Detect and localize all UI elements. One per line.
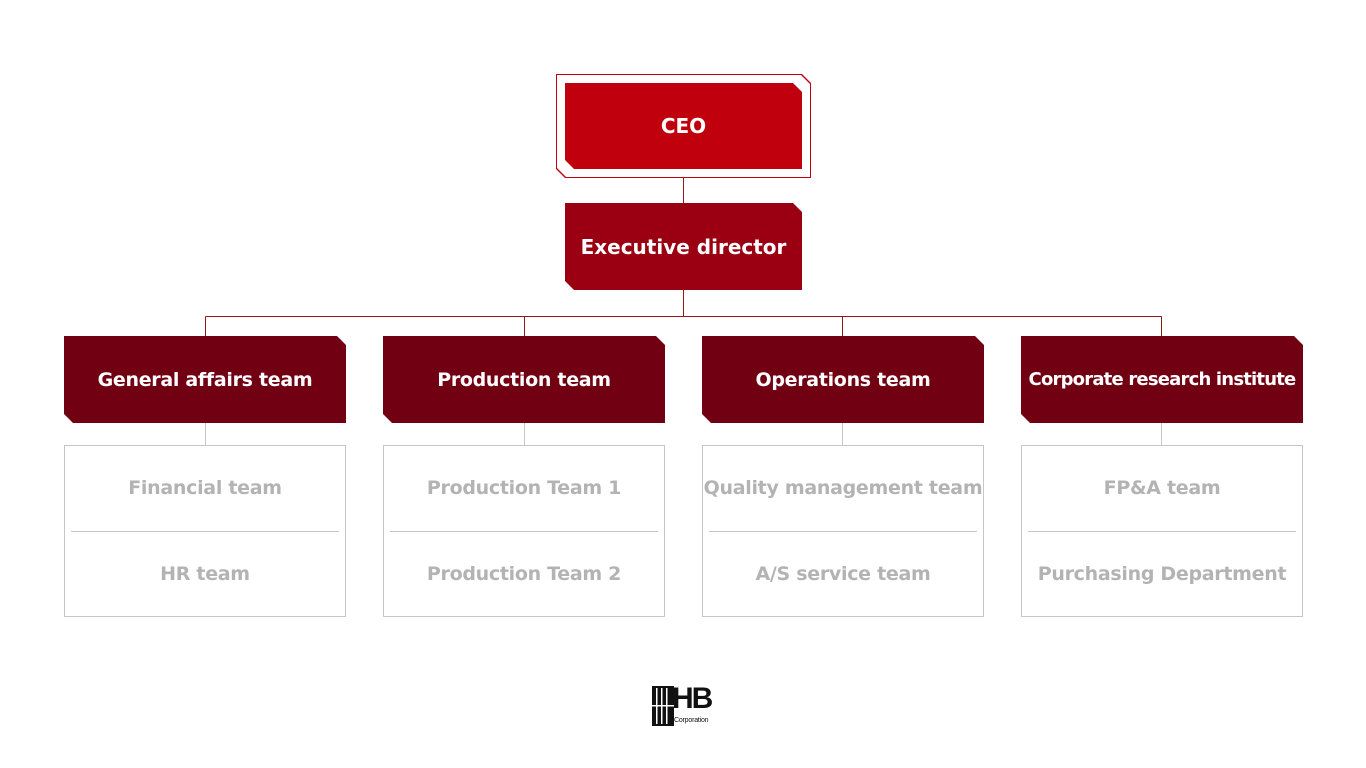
subteam-box-corporate-research: FP&A team Purchasing Department xyxy=(1021,445,1303,617)
subteam-divider xyxy=(709,531,977,532)
subteam-divider xyxy=(1028,531,1296,532)
subteam-box-production: Production Team 1 Production Team 2 xyxy=(383,445,665,617)
subteam-box-general-affairs: Financial team HR team xyxy=(64,445,346,617)
executive-director-box: Executive director xyxy=(565,203,802,290)
subteam-item: Production Team 1 xyxy=(426,477,622,499)
team-box-operations: Operations team xyxy=(702,336,984,423)
ceo-label: CEO xyxy=(660,114,707,138)
subteam-divider xyxy=(390,531,658,532)
team-label: Corporate research institute xyxy=(1028,369,1296,390)
team-label: General affairs team xyxy=(97,368,313,391)
logo-subtitle: Corporation xyxy=(674,717,709,724)
subteam-box-operations: Quality management team A/S service team xyxy=(702,445,984,617)
team-box-general-affairs: General affairs team xyxy=(64,336,346,423)
team-label: Operations team xyxy=(755,368,931,391)
team-box-production: Production team xyxy=(383,336,665,423)
subteam-item: Purchasing Department xyxy=(1037,563,1287,585)
subteam-item: Production Team 2 xyxy=(426,563,622,585)
logo-name: HB xyxy=(672,682,713,715)
hb-logo-mark-icon xyxy=(652,686,674,726)
team-box-corporate-research: Corporate research institute xyxy=(1021,336,1303,423)
ceo-box: CEO xyxy=(565,83,802,169)
hb-corporation-logo: HB Corporation xyxy=(652,682,716,726)
subteam-item: Financial team xyxy=(128,477,282,499)
subteam-item: A/S service team xyxy=(755,563,931,585)
subteam-divider xyxy=(71,531,339,532)
subteam-item: HR team xyxy=(160,563,250,585)
subteam-item: Quality management team xyxy=(703,477,983,499)
executive-director-label: Executive director xyxy=(580,234,787,259)
subteam-item: FP&A team xyxy=(1103,477,1221,499)
team-label: Production team xyxy=(437,368,611,391)
